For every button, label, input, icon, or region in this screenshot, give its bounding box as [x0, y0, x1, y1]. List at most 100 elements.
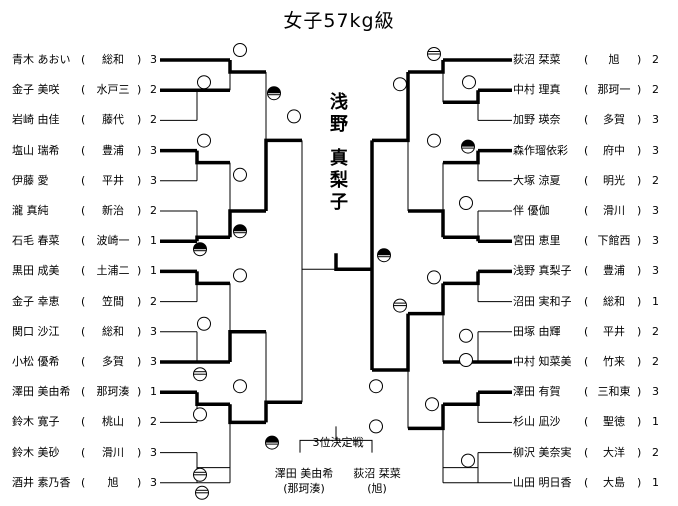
open-paren: ( [584, 204, 589, 217]
result-marker-o [287, 109, 301, 124]
open-paren: ( [584, 264, 589, 278]
entry-school: 明光 [603, 173, 625, 187]
entry-grade: 3 [652, 143, 659, 157]
open-paren: ( [81, 415, 86, 429]
open-paren: ( [81, 143, 86, 157]
close-paren: ) [637, 143, 642, 157]
entry-name: 青木 あおい [12, 53, 71, 66]
entry-school: 大島 [603, 475, 625, 489]
close-paren: ) [137, 204, 142, 217]
close-paren: ) [637, 204, 642, 217]
bracket-line [299, 426, 337, 453]
entry-school: 平井 [102, 173, 124, 187]
bracket-line [408, 209, 445, 238]
entry-school: 下館西 [597, 234, 631, 248]
entry-school: 多賀 [102, 355, 124, 368]
bracket-line [334, 253, 372, 271]
entry-school: 平井 [603, 324, 625, 338]
close-paren: ) [137, 324, 142, 338]
entry-school: 水戸三 [96, 83, 130, 97]
bracket-line [443, 235, 480, 242]
open-paren: ( [584, 53, 589, 66]
entry-name: 瀧 真純 [12, 204, 49, 217]
open-paren: ( [584, 445, 589, 459]
open-paren: ( [81, 264, 86, 278]
entry-name: 関口 沙江 [12, 324, 60, 338]
entry-grade: 3 [150, 445, 157, 459]
entry-grade: 3 [150, 324, 157, 338]
entry-school: 多賀 [603, 113, 625, 127]
entry-grade: 2 [150, 204, 157, 217]
entry-name: 荻沼 栞菜 [513, 53, 561, 66]
entry-name: 大塚 涼夏 [513, 173, 561, 187]
entry-name: 澤田 有賀 [513, 385, 561, 399]
entry-name: 加野 瑛奈 [513, 113, 561, 127]
bracket-line [228, 404, 266, 425]
result-marker-o [233, 379, 247, 394]
close-paren: ) [137, 143, 142, 157]
entry-school: 大洋 [603, 445, 625, 459]
entry-name: 酒井 素乃香 [12, 475, 71, 489]
entry-grade: 1 [150, 234, 157, 248]
close-paren: ) [137, 445, 142, 459]
entry-grade: 3 [652, 385, 659, 399]
bracket-line [408, 404, 445, 431]
entry-grade: 1 [652, 415, 659, 429]
entry-grade: 1 [150, 264, 157, 278]
entry-name: 伊藤 愛 [12, 173, 49, 187]
entry-school: 府中 [603, 143, 625, 157]
entry-school: 竹来 [603, 355, 625, 368]
open-paren: ( [584, 173, 589, 187]
result-marker-o [197, 75, 211, 90]
result-marker-half [267, 86, 281, 101]
entry-grade: 1 [652, 475, 659, 489]
bracket-line [443, 271, 480, 286]
entry-grade: 3 [652, 204, 659, 217]
close-paren: ) [637, 264, 642, 278]
open-paren: ( [81, 445, 86, 459]
entry-school: 豊浦 [603, 264, 625, 278]
open-paren: ( [584, 385, 589, 399]
open-paren: ( [584, 355, 589, 368]
entry-grade: 3 [150, 143, 157, 157]
entry-grade: 2 [652, 83, 659, 97]
bracket-line [264, 400, 302, 423]
entry-school: 土浦二 [96, 264, 130, 278]
entry-name: 鈴木 寛子 [12, 415, 60, 429]
bracket-line [195, 235, 230, 242]
champion-char: 梨 [330, 170, 348, 191]
open-paren: ( [81, 204, 86, 217]
result-marker-o [233, 43, 247, 57]
result-marker-half [377, 248, 391, 263]
result-marker-half [461, 139, 475, 154]
bracket-line [372, 313, 410, 372]
result-marker-half [233, 224, 247, 239]
close-paren: ) [137, 355, 142, 368]
entry-school: 旭 [107, 475, 119, 489]
entry-grade: 3 [150, 53, 157, 66]
entry-school: 波崎一 [96, 234, 130, 248]
bracket-line [443, 452, 479, 469]
close-paren: ) [137, 234, 142, 248]
result-marker-o [233, 268, 247, 283]
third-place-label: 3位決定戦 [312, 436, 364, 449]
bracket-line [443, 150, 480, 165]
result-marker-o [459, 196, 473, 210]
result-marker-o [459, 353, 473, 367]
entry-name: 鈴木 美砂 [12, 445, 60, 459]
bracket-line [336, 439, 373, 453]
entry-grade: 2 [652, 355, 659, 368]
open-paren: ( [584, 294, 589, 308]
close-paren: ) [137, 113, 142, 127]
entry-school: 那珂一 [597, 83, 631, 97]
result-marker-line [393, 298, 407, 313]
open-paren: ( [584, 415, 589, 429]
entry-school: 笠間 [102, 294, 124, 308]
open-paren: ( [584, 143, 589, 157]
entry-school: 聖徳 [603, 415, 625, 429]
close-paren: ) [637, 475, 642, 489]
entry-name: 浅野 真梨子 [513, 264, 572, 278]
open-paren: ( [81, 113, 86, 127]
close-paren: ) [137, 264, 142, 278]
entry-name: 澤田 美由希 [12, 385, 71, 399]
